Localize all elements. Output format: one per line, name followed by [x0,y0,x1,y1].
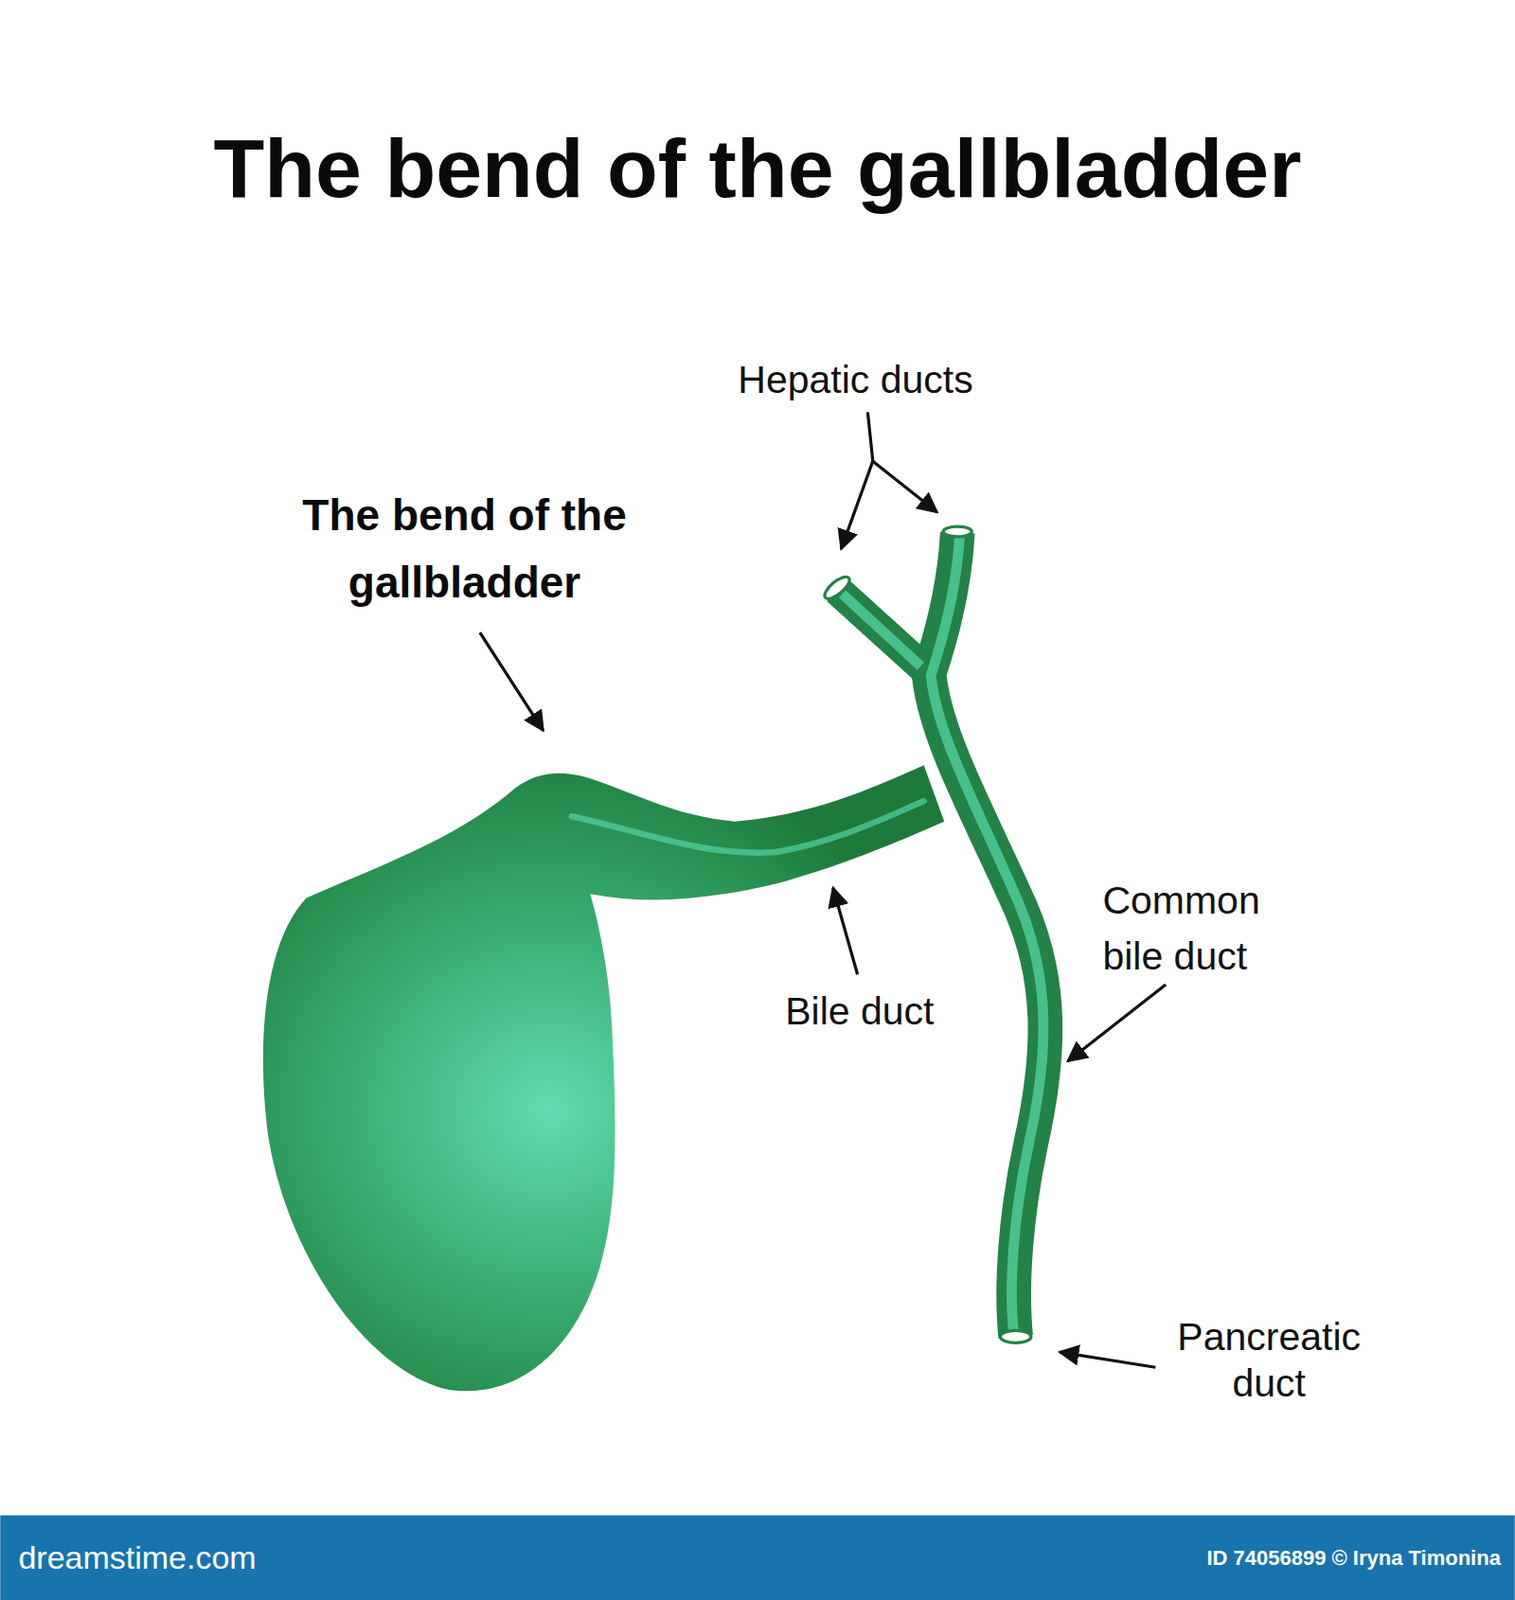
left-hepatic-duct [837,589,925,669]
left-hepatic-highlight [841,593,921,667]
part-label: Common bile duct [1102,873,1297,986]
duct-highlight [930,536,1044,1334]
part-label: The bend of the gallbladder [275,481,655,618]
diagram-title: The bend of the gallbladder [213,120,1302,217]
part-label: Hepatic ducts [699,355,1013,406]
part-label: Pancreatic duct [1150,1314,1388,1408]
leader-arrow [833,888,858,976]
part-label: Bile duct [736,986,983,1037]
image-credit: ID 74056899 © Iryna Timonina [1008,1546,1501,1571]
common-bile-duct [928,533,1046,1337]
leader-line [867,411,873,462]
duct-opening [943,526,972,537]
leader-arrow [873,461,938,513]
leader-arrow [1068,984,1166,1062]
duct-opening [1000,1330,1032,1343]
gallbladder [263,765,945,1391]
watermark: dreamstime.com [17,1538,378,1578]
duct-opening [821,572,854,603]
leader-arrow [480,632,544,731]
leader-lines [480,411,1166,1368]
leader-arrow [1059,1352,1156,1368]
footer-bar [0,1515,1515,1600]
cystic-duct-shade [571,801,925,854]
leader-arrow [840,461,873,550]
duct-tree [821,526,1046,1343]
